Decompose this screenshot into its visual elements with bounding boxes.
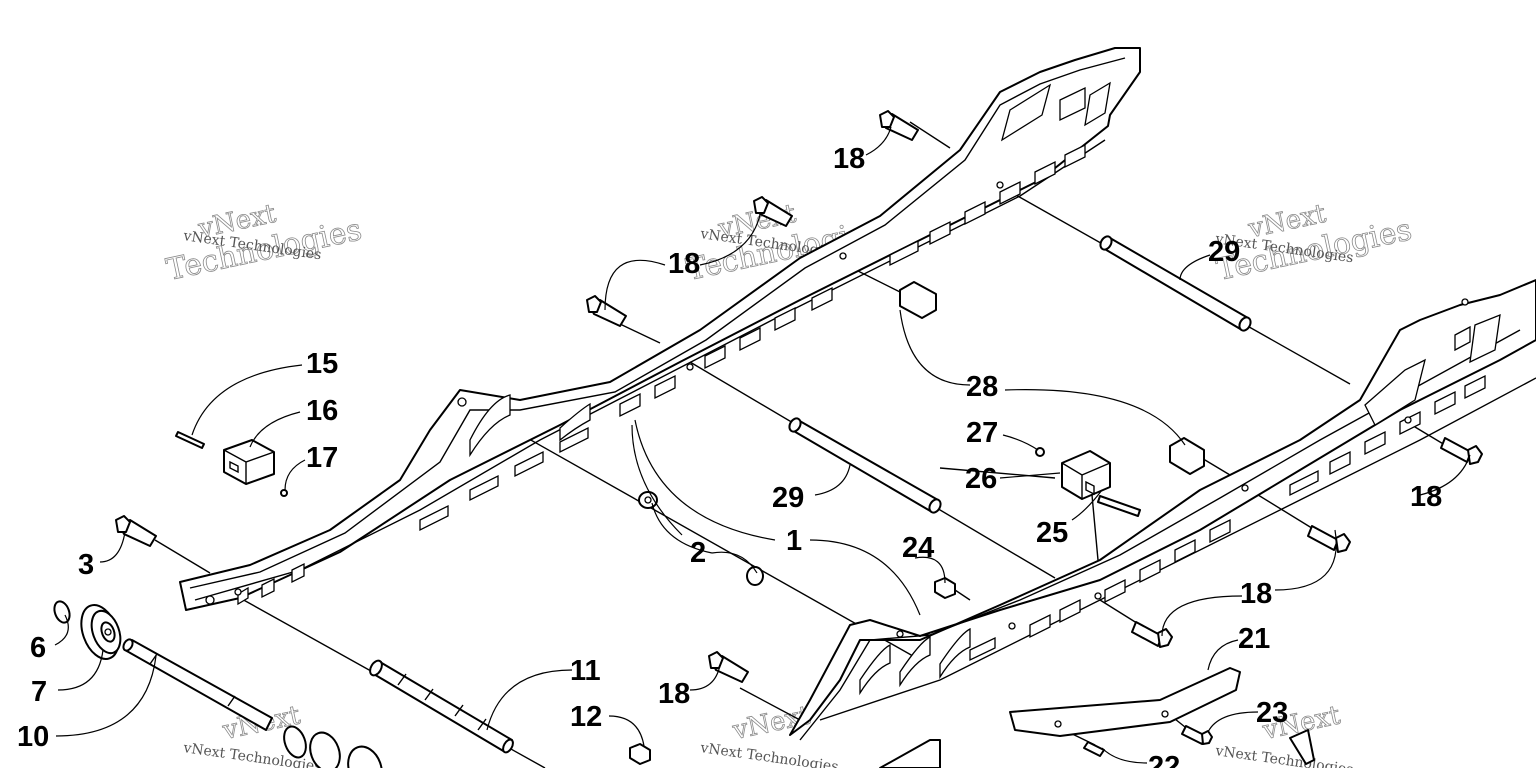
callout-23: 23 — [1256, 697, 1288, 729]
callout-22: 22 — [1148, 751, 1180, 768]
callout-25: 25 — [1036, 517, 1068, 549]
callout-27: 27 — [966, 417, 998, 449]
bolt-18-top — [879, 110, 919, 141]
bumper-16 — [223, 439, 275, 485]
callout-29: 29 — [772, 482, 804, 514]
callout-18: 18 — [833, 143, 865, 175]
watermark-small-bottom-center: vNext Technologies — [698, 740, 839, 768]
idler-shaft-10 — [122, 638, 273, 731]
bolt-25 — [1097, 495, 1141, 517]
snap-ring-6 — [53, 600, 71, 624]
bolt-3 — [115, 515, 157, 547]
rail-windows-right — [859, 298, 1501, 696]
bolt-18-right-mid — [1307, 525, 1351, 553]
callout-12: 12 — [570, 701, 602, 733]
callout-7: 7 — [31, 676, 47, 708]
bolt-18-lower-center — [1131, 621, 1173, 648]
callout-2: 2 — [690, 537, 706, 569]
spacer-28-upper — [899, 281, 937, 319]
callout-18: 18 — [1410, 481, 1442, 513]
bolt-23 — [1181, 725, 1213, 745]
pin-15 — [175, 431, 205, 449]
front-axle-11 — [369, 659, 514, 754]
callout-15: 15 — [306, 348, 338, 380]
bumper-26 — [1061, 450, 1111, 500]
idler-wheel-7 — [80, 604, 122, 660]
nut-12 — [629, 743, 651, 765]
callout-3: 3 — [78, 549, 94, 581]
right-slide-rail — [789, 279, 1536, 768]
callout-26: 26 — [965, 463, 997, 495]
wheel-assembly-bottom — [283, 725, 383, 768]
callout-28: 28 — [966, 371, 998, 403]
callout-numbers: 18 18 29 15 16 17 28 27 26 29 18 25 3 2 … — [17, 143, 1442, 768]
bracket-21 — [1009, 667, 1241, 737]
callout-6: 6 — [30, 632, 46, 664]
callout-21: 21 — [1238, 623, 1270, 655]
callout-18: 18 — [658, 678, 690, 710]
spacer-shaft-upper-29 — [1099, 235, 1252, 332]
bolt-22 — [1083, 741, 1105, 757]
callout-10: 10 — [17, 721, 49, 753]
bolt-18-upper-center — [753, 196, 793, 227]
washer-2 — [638, 491, 764, 586]
left-slide-rail — [179, 47, 1141, 611]
callout-11: 11 — [570, 655, 601, 687]
callout-29: 29 — [1208, 236, 1240, 268]
callout-17: 17 — [306, 442, 338, 474]
bracket-lower-right — [1289, 729, 1315, 765]
bolt-18-left-upper — [586, 295, 627, 327]
callout-18: 18 — [668, 248, 700, 280]
callout-18: 18 — [1240, 578, 1272, 610]
leader-lines — [54, 126, 1471, 764]
watermark-small-bottom-right: vNext Technologies — [1213, 743, 1354, 768]
callout-16: 16 — [306, 395, 338, 427]
nut-17 — [280, 489, 288, 497]
spacer-shaft-middle-29 — [788, 417, 942, 514]
callout-24: 24 — [902, 532, 934, 564]
bolt-18-lower-left — [708, 651, 749, 683]
rail-windows-left — [205, 81, 1111, 606]
callout-1: 1 — [786, 525, 802, 557]
spacer-28-lower — [1169, 437, 1205, 475]
bolt-18-right-far — [1440, 437, 1483, 465]
